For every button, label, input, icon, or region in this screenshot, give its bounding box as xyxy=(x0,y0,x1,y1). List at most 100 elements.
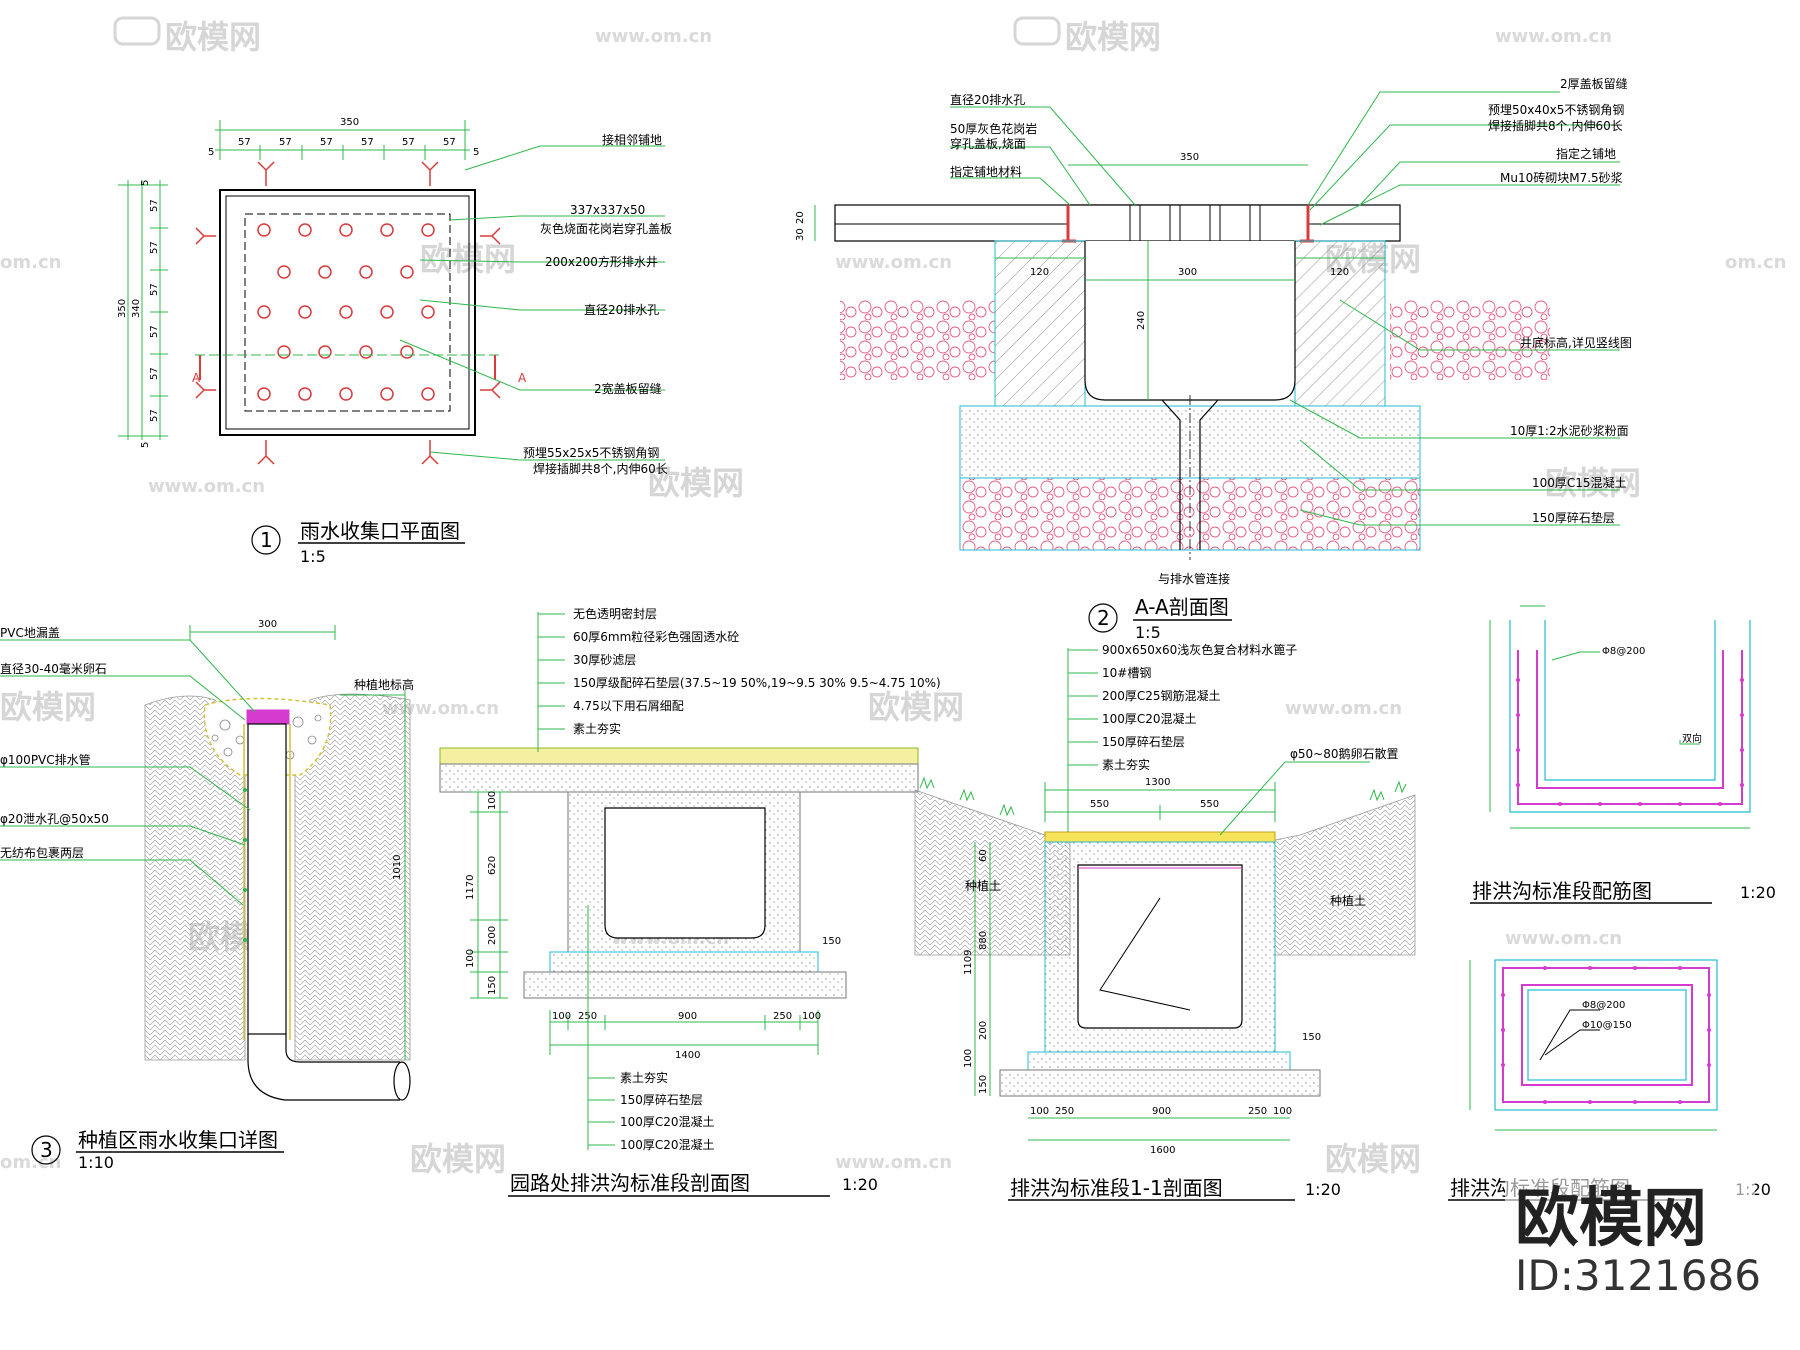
svg-text:欧模网: 欧模网 xyxy=(1065,18,1161,56)
d6-rebar-outer xyxy=(1517,650,1743,805)
d1-anchor-legs xyxy=(195,161,501,465)
d2-drain-pipe xyxy=(1161,399,1219,550)
d2-label-mortar: 10厚1:2水泥砂浆粉面 xyxy=(1510,423,1629,438)
d1-dim-57e: 57 xyxy=(402,137,415,148)
d1-label-anchor-pins: 焊接插脚共8个,内伸60长 xyxy=(533,461,668,476)
d1-label-plate-material: 灰色烧面花岗岩穿孔盖板 xyxy=(540,221,672,236)
watermark-url-6: www.om.cn xyxy=(148,476,265,497)
d2-dims xyxy=(814,164,1385,400)
watermark-logo-5: 欧模网 xyxy=(648,464,744,502)
d2-dim-300: 300 xyxy=(1178,267,1197,278)
d2-label-gravel: 150厚碎石垫层 xyxy=(1532,510,1615,525)
drawing-3-planting-drain: 300 1010 PVC地漏盖 直径30-40毫米卵石 φ100PVC排水管 φ… xyxy=(0,619,414,1172)
d1-dim-left-5b: 5 xyxy=(140,442,151,448)
d5-dim-550a: 550 xyxy=(1090,799,1109,810)
d2-label-perforated: 穿孔盖板,烧面 xyxy=(950,136,1026,151)
watermark-url-5: om.cn xyxy=(1725,252,1786,273)
d5-c20-base xyxy=(1027,1051,1291,1071)
d4-dims-bottom xyxy=(549,1010,819,1055)
d1-dim-left-340: 340 xyxy=(131,299,142,318)
d7-tag-1: Φ8@200 xyxy=(1582,1000,1625,1011)
d3-title-number-circle xyxy=(31,1135,61,1165)
svg-text:欧模网: 欧模网 xyxy=(1325,1140,1421,1178)
brand-logo-text: 欧模网 xyxy=(1515,1182,1707,1256)
d4-top-leaders xyxy=(537,612,565,752)
d2-dim-350: 350 xyxy=(1180,152,1199,163)
d6-u-outer xyxy=(1509,620,1751,813)
d4-gravel-base xyxy=(523,971,847,999)
svg-text:欧模网: 欧模网 xyxy=(410,1140,506,1178)
d2-label-paving: 指定之铺地 xyxy=(1556,146,1616,161)
d3-weep-holes xyxy=(243,788,247,942)
d4-label-seal: 无色透明密封层 xyxy=(573,606,657,621)
d1-cover-plate xyxy=(219,189,476,436)
d2-label-brick: Mu10砖砌块M7.5砂浆 xyxy=(1500,170,1623,185)
d6-rebar-dots xyxy=(1516,678,1744,806)
d3-label-fabric: 无纺布包裹两层 xyxy=(0,845,84,860)
d3-scale: 1:10 xyxy=(78,1153,114,1172)
d5-dim-b-150: 150 xyxy=(1302,1032,1321,1043)
d5-grass xyxy=(919,776,1407,817)
d2-grate-holes xyxy=(1129,205,1261,241)
d2-leaders xyxy=(950,91,1620,526)
watermark-url-8: www.om.cn xyxy=(1285,698,1402,719)
d2-title-number-circle xyxy=(1088,603,1118,633)
d5-dim-150: 150 xyxy=(978,1075,989,1094)
d1-leaders xyxy=(399,145,665,461)
d5-label-channel-steel: 10#槽钢 xyxy=(1102,666,1151,680)
d1-dim-left-57d: 57 xyxy=(149,325,160,338)
d1-dim-57d: 57 xyxy=(361,137,374,148)
d2-dim-120b: 120 xyxy=(1330,267,1349,278)
svg-text:欧模网: 欧模网 xyxy=(165,18,261,56)
d2-brick-wall-right xyxy=(1294,240,1386,407)
d1-section-mark-right: A xyxy=(518,371,527,385)
d5-dim-b-100a: 100 xyxy=(1030,1106,1049,1117)
d1-title-number: 1 xyxy=(260,528,273,552)
watermark-logo-11: 欧模网 xyxy=(410,1140,506,1178)
drawing-5-trench-section: 1300 550 550 60 880 1109 200 100 150 100… xyxy=(914,642,1416,1201)
d5-dim-60: 60 xyxy=(978,849,989,862)
brand-id: ID:3121686 xyxy=(1515,1251,1761,1300)
d6-rebar-inner xyxy=(1536,650,1724,789)
d2-gravel-left xyxy=(840,300,995,380)
d5-rebar-diagonal xyxy=(1099,897,1191,1011)
d1-label-drain-well: 200x200方形排水井 xyxy=(545,254,658,269)
d4-label-fines: 4.75以下用石屑细配 xyxy=(573,699,684,713)
d1-dim-left-5a: 5 xyxy=(140,180,151,186)
d1-title-number-circle xyxy=(251,525,281,555)
watermark-url-1: www.om.cn xyxy=(595,26,712,47)
d2-cover-grate xyxy=(1067,204,1309,242)
d5-trench-channel xyxy=(1077,864,1243,1029)
d1-label-angle-steel: 预埋55x25x5不锈钢角钢 xyxy=(523,446,659,460)
d1-dim-57c: 57 xyxy=(320,137,333,148)
d2-label-anchor-pins: 焊接插脚共8个,内伸60长 xyxy=(1488,118,1623,133)
d3-dims xyxy=(189,625,406,1060)
drawing-1-plan: 350 57 57 57 57 57 57 5 5 350 340 57 57 … xyxy=(117,117,672,566)
d2-dim-120a: 120 xyxy=(1030,267,1049,278)
d5-gravel-base xyxy=(999,1069,1321,1097)
d3-pipe-end xyxy=(393,1061,411,1101)
d7-leader-2 xyxy=(1544,1029,1600,1056)
watermark-url-12: om.cn xyxy=(0,1152,61,1173)
d2-dim-240: 240 xyxy=(1136,311,1147,330)
d3-pvc-cap xyxy=(246,709,290,725)
d2-label-c15: 100厚C15混凝土 xyxy=(1532,475,1627,490)
d2-dim-30: 30 xyxy=(795,228,806,241)
d6-scale: 1:20 xyxy=(1740,883,1776,902)
d2-label-granite: 50厚灰色花岗岩 xyxy=(950,121,1037,136)
d1-dim-left-57c: 57 xyxy=(149,283,160,296)
d4-dim-200: 200 xyxy=(487,926,498,945)
d1-label-adjacent-paving: 接相邻铺地 xyxy=(602,132,662,147)
d6-dims xyxy=(1489,605,1750,829)
watermark-logo-7: 欧模网 xyxy=(0,688,96,726)
d1-dim-left-57f: 57 xyxy=(149,409,160,422)
drawing-2-section-aa: 350 300 120 120 240 20 30 直径20排水孔 50厚灰色花… xyxy=(795,76,1632,642)
d4-label-bottom-c20a: 100厚C20混凝土 xyxy=(620,1114,715,1129)
d5-leaders xyxy=(1067,648,1370,836)
svg-text:欧模网: 欧模网 xyxy=(868,688,964,726)
d2-label-well-bottom: 井底标高,详见竖线图 xyxy=(1520,335,1632,350)
d3-dim-300: 300 xyxy=(258,619,277,630)
d2-scale: 1:5 xyxy=(1135,623,1161,642)
d4-dim-100a: 100 xyxy=(487,791,498,810)
